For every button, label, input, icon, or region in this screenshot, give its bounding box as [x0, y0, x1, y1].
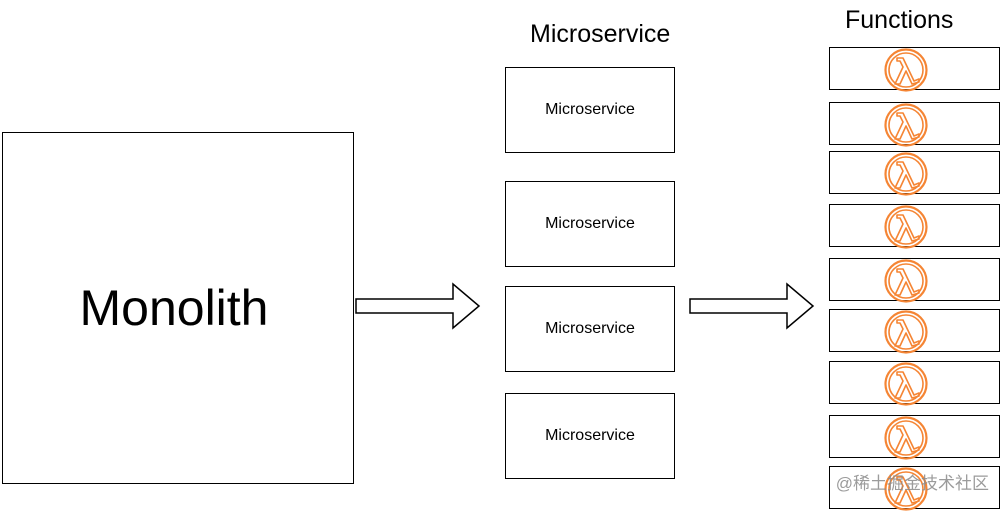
microservice-box: Microservice [505, 286, 675, 372]
microservice-box: Microservice [505, 67, 675, 153]
microservice-label: Microservice [545, 320, 635, 337]
function-box [829, 309, 1000, 354]
microservice-label: Microservice [545, 101, 635, 118]
lambda-icon [884, 48, 928, 92]
lambda-icon [884, 103, 928, 147]
function-box [829, 204, 1000, 249]
microservice-label: Microservice [545, 427, 635, 444]
lambda-icon [884, 362, 928, 406]
microservice-label: Microservice [545, 215, 635, 232]
monolith-box: Monolith [2, 132, 354, 484]
function-box [829, 47, 1000, 92]
function-box [829, 151, 1000, 196]
microservice-box: Microservice [505, 181, 675, 267]
function-box [829, 258, 1000, 303]
function-box [829, 466, 1000, 511]
functions-column-title: Functions [845, 6, 954, 34]
function-box [829, 361, 1000, 406]
function-box [829, 102, 1000, 147]
function-box [829, 415, 1000, 460]
lambda-icon [884, 416, 928, 460]
arrow-right-icon [689, 282, 815, 330]
lambda-icon [884, 310, 928, 354]
microservice-column-title: Microservice [530, 20, 671, 48]
monolith-label: Monolith [79, 280, 269, 336]
arrow-right-icon [355, 282, 481, 330]
lambda-icon [884, 259, 928, 303]
microservice-box: Microservice [505, 393, 675, 479]
watermark: @稀土掘金技术社区 [835, 474, 989, 493]
lambda-icon [884, 205, 928, 249]
lambda-icon [884, 152, 928, 196]
